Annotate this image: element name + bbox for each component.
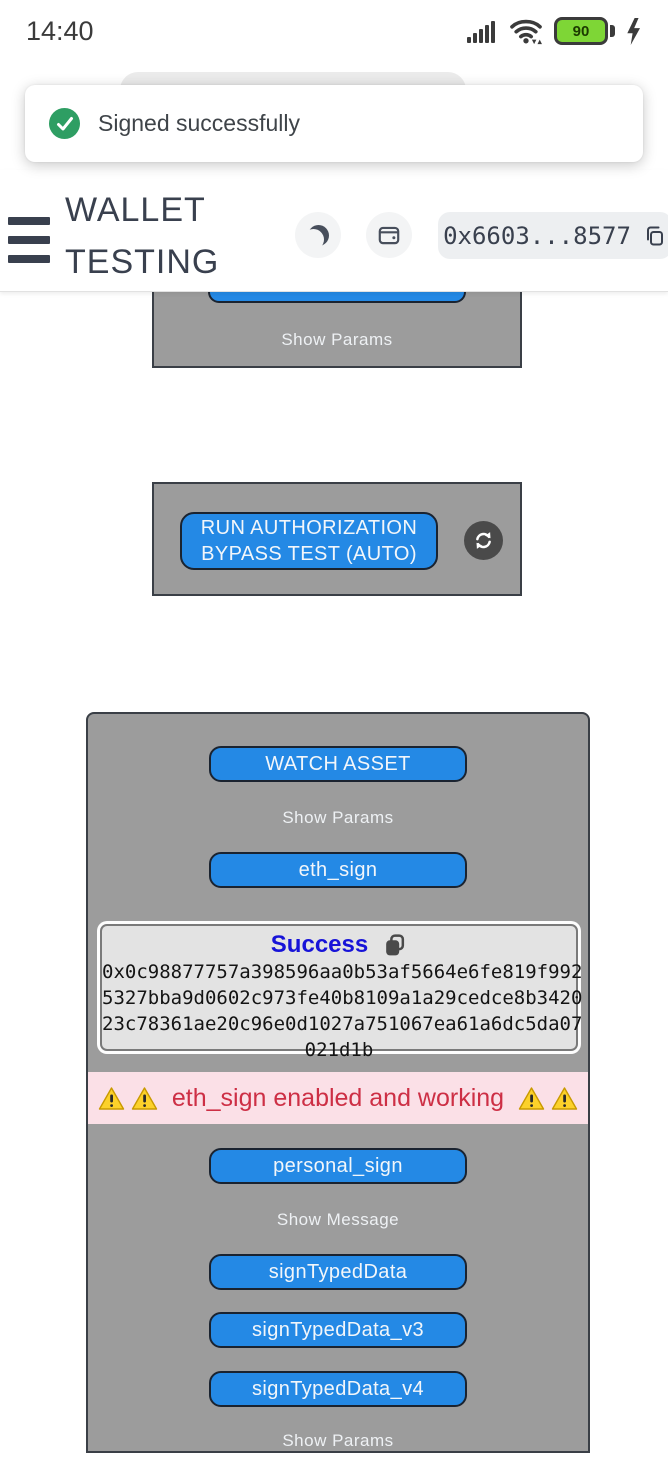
page-title: WALLET TESTING (65, 184, 219, 288)
hamburger-bar (8, 236, 50, 244)
success-check-icon (49, 108, 80, 139)
show-params-toggle[interactable]: Show Params (282, 1431, 394, 1450)
authorization-bypass-card: RUN AUTHORIZATION BYPASS TEST (AUTO) (152, 482, 522, 596)
sign-result-inner: Success 0x0c98877757a398596aa0b53af5664e… (100, 924, 583, 1061)
clock-time: 14:40 (26, 15, 94, 46)
sign-typed-data-v3-button[interactable]: signTypedData_v3 (209, 1312, 467, 1348)
signature-line: 021d1b (304, 1039, 374, 1061)
watch-asset-button[interactable]: WATCH ASSET (209, 746, 467, 782)
page-title-line1: WALLET (65, 191, 206, 229)
warning-triangle-icon (551, 1086, 578, 1110)
warning-triangle-icon (98, 1086, 125, 1110)
show-message-toggle[interactable]: Show Message (276, 1210, 400, 1229)
result-status-label: Success (270, 931, 369, 958)
theme-toggle-button[interactable] (295, 212, 341, 258)
battery-cap (610, 25, 615, 37)
eth-sign-button[interactable]: eth_sign (209, 852, 467, 888)
show-params-toggle[interactable]: Show Params (282, 808, 394, 827)
hamburger-bar (8, 217, 50, 225)
test-card-partial: Show Params (152, 292, 522, 368)
copy-result-icon[interactable] (382, 933, 407, 958)
charging-bolt-icon (627, 17, 641, 45)
wallet-icon (378, 226, 400, 245)
signature-line: 5327bba9d0602c973fe40b8109a1a29cedce8b34… (102, 987, 583, 1009)
wifi-icon (510, 19, 542, 45)
signing-methods-card: WATCH ASSET Show Params eth_sign Success… (86, 712, 590, 1453)
account-address-chip[interactable]: 0x6603...8577 (438, 212, 668, 259)
sign-typed-data-v4-button[interactable]: signTypedData_v4 (209, 1371, 467, 1407)
copy-address-icon[interactable] (643, 224, 667, 248)
signal-strength-icon (467, 21, 495, 43)
battery-level: 90 (572, 22, 590, 40)
auth-button-line1: RUN AUTHORIZATION (200, 517, 418, 539)
moon-icon (308, 225, 329, 246)
eth-sign-warning-banner: eth_sign enabled and working (88, 1072, 588, 1124)
auth-button-line2: BYPASS TEST (AUTO) (201, 543, 417, 565)
app-header: WALLET TESTING 0x6603...8577 (0, 170, 668, 292)
status-icons: 90 (466, 17, 642, 45)
warning-triangle-icon (518, 1086, 545, 1110)
toast-signed-successfully: Signed successfully (25, 85, 643, 162)
run-authorization-bypass-button[interactable]: RUN AUTHORIZATION BYPASS TEST (AUTO) (180, 512, 438, 570)
sign-typed-data-button[interactable]: signTypedData (209, 1254, 467, 1290)
toast-message: Signed successfully (98, 110, 300, 136)
battery-icon: 90 (554, 17, 615, 45)
sync-arrows-icon (476, 532, 491, 549)
warning-text: eth_sign enabled and working (171, 1083, 505, 1112)
signature-line: 0x0c98877757a398596aa0b53af5664e6fe819f9… (102, 961, 583, 983)
page-title-line2: TESTING (65, 243, 220, 281)
personal-sign-button[interactable]: personal_sign (209, 1148, 467, 1184)
partial-action-button[interactable] (208, 292, 466, 303)
wallet-button[interactable] (366, 212, 412, 258)
show-params-toggle[interactable]: Show Params (281, 330, 393, 349)
rerun-test-button[interactable] (464, 521, 503, 560)
signature-line: 23c78361ae20c96e0d1027a751067ea61a6dc5da… (102, 1013, 583, 1035)
hamburger-menu-icon[interactable] (8, 217, 50, 263)
warning-triangle-icon (131, 1086, 158, 1110)
status-bar: 14:40 90 (0, 0, 668, 62)
sign-result-box: Success 0x0c98877757a398596aa0b53af5664e… (97, 921, 583, 1061)
account-address: 0x6603...8577 (443, 221, 631, 250)
hamburger-bar (8, 255, 50, 263)
